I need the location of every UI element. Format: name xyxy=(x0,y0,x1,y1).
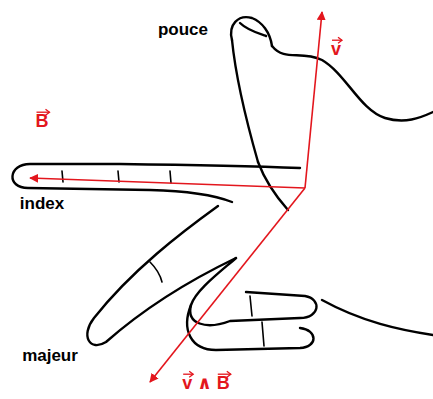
part-label: pouce xyxy=(158,20,208,40)
hand-outline xyxy=(272,46,433,120)
thumb-outline xyxy=(232,40,258,162)
ring-finger-outline xyxy=(190,258,316,325)
knuckle-crease xyxy=(250,296,264,346)
part-label: index xyxy=(20,194,64,214)
wrist-outline xyxy=(322,300,433,335)
part-label: majeur xyxy=(22,346,78,366)
vector-arrow xyxy=(305,12,322,188)
vector-label: v xyxy=(331,39,341,61)
vector-label: v ∧ B xyxy=(182,373,230,395)
vector-label: B xyxy=(36,111,49,133)
thumb-tip xyxy=(231,17,272,46)
vector-arrow xyxy=(150,188,305,382)
finger-crease xyxy=(150,262,162,282)
thumb-nail xyxy=(240,23,266,36)
vector-arrow xyxy=(30,178,305,188)
